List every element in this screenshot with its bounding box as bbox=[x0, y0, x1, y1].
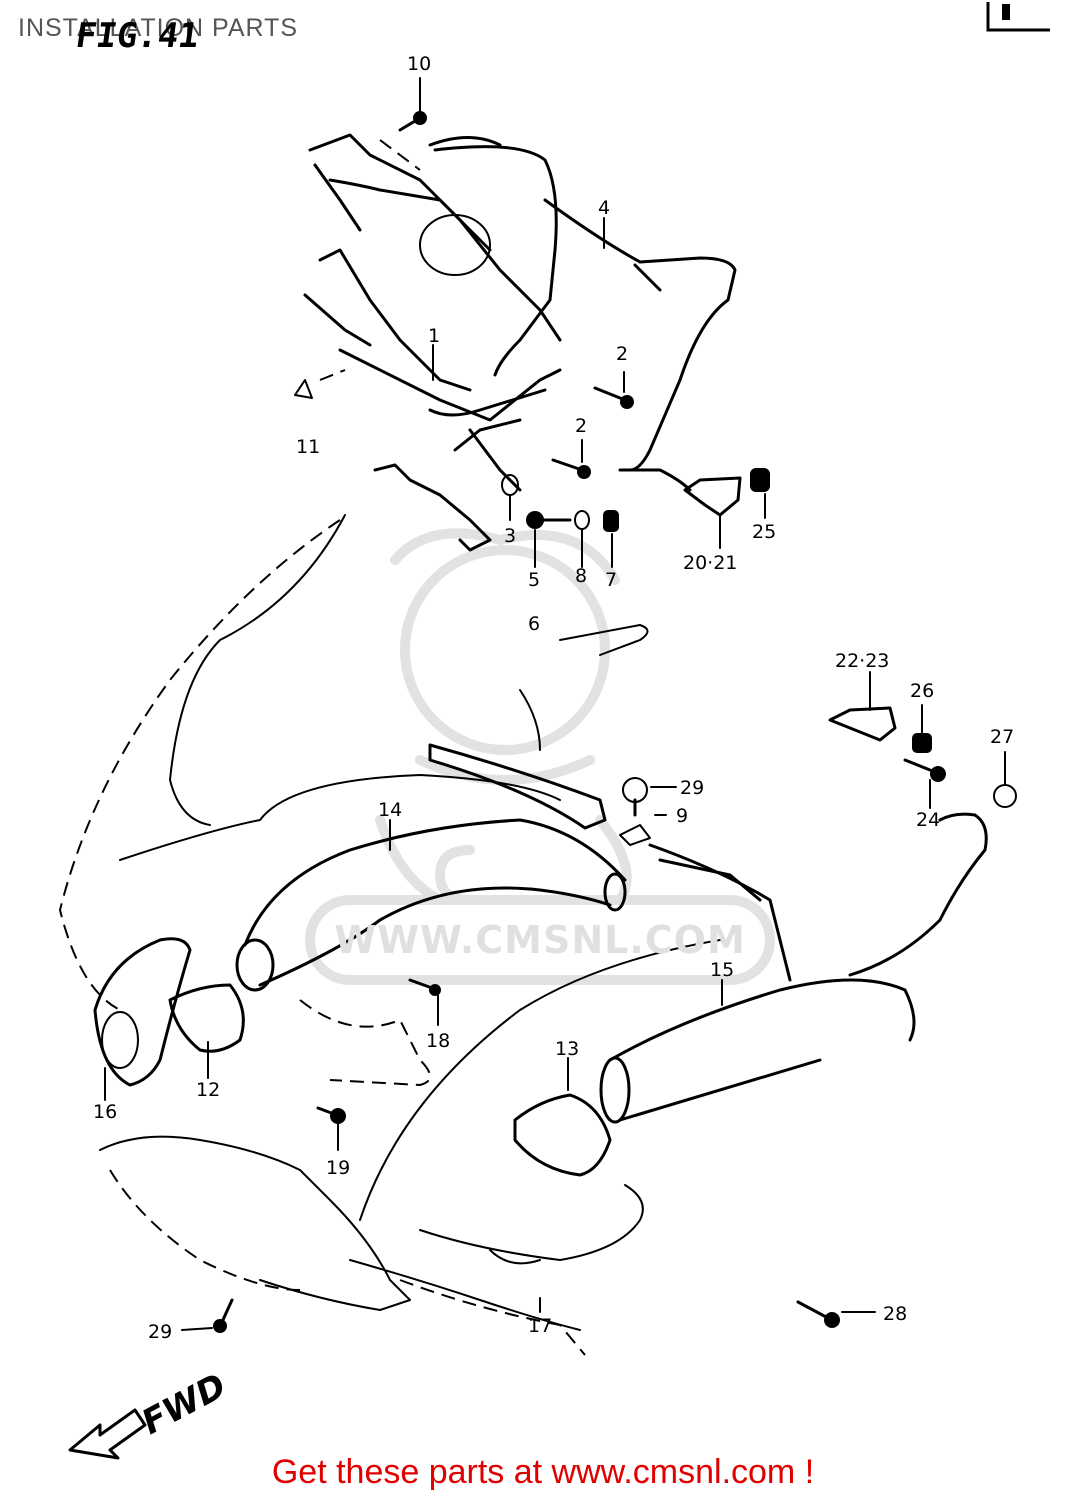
part-label-4: 4 bbox=[598, 197, 610, 219]
fasteners bbox=[213, 111, 1017, 1333]
part-label-16: 16 bbox=[93, 1101, 117, 1123]
part-label-8: 8 bbox=[575, 565, 587, 587]
watermark-logo bbox=[305, 528, 775, 985]
part-label-6: 6 bbox=[528, 613, 540, 635]
forward-direction-arrow: FWD bbox=[68, 1366, 233, 1460]
part-label-28: 28 bbox=[883, 1303, 907, 1325]
air-duct-15 bbox=[599, 843, 916, 1124]
part-label-12: 12 bbox=[196, 1079, 220, 1101]
part-label-13: 13 bbox=[555, 1038, 579, 1060]
page-corner-mark bbox=[986, 2, 1050, 32]
part-label-26: 26 bbox=[910, 680, 934, 702]
part-label-18: 18 bbox=[426, 1030, 450, 1052]
part-label-10: 10 bbox=[407, 53, 431, 75]
section-title: INSTALLATION PARTS bbox=[18, 14, 299, 42]
part-label-11: 11 bbox=[296, 436, 320, 458]
part-label-5: 5 bbox=[528, 569, 540, 591]
intake-12 bbox=[168, 983, 245, 1053]
cmsnl-link[interactable]: Get these parts at www.cmsnl.com ! bbox=[271, 1453, 815, 1491]
air-duct-14 bbox=[235, 818, 627, 992]
part-label-15: 15 bbox=[710, 959, 734, 981]
part-label-25: 25 bbox=[752, 521, 776, 543]
part-label-9: 9 bbox=[676, 805, 688, 827]
part-label-14: 14 bbox=[378, 799, 402, 821]
part-label-19: 19 bbox=[326, 1157, 350, 1179]
part-label-27: 27 bbox=[990, 726, 1014, 748]
part-label-2b: 2 bbox=[575, 415, 587, 437]
lower-fairing-17 bbox=[99, 939, 721, 1356]
upper-inner-panel bbox=[428, 624, 988, 977]
intake-13 bbox=[513, 1093, 612, 1177]
main-bracket-1 bbox=[303, 133, 562, 552]
watermark-url: WWW.CMSNL.COM bbox=[334, 918, 746, 962]
part-label-29b: 29 bbox=[148, 1321, 172, 1343]
part-label-24: 24 bbox=[916, 809, 940, 831]
part-label-20-21: 20·21 bbox=[683, 552, 737, 574]
part-label-3: 3 bbox=[504, 525, 516, 547]
fwd-label: FWD bbox=[135, 1366, 232, 1443]
part-label-29: 29 bbox=[680, 777, 704, 799]
part-labels: 1 2 2 3 4 5 6 7 8 9 10 11 12 13 14 15 16… bbox=[93, 53, 1014, 1343]
headlight-cover-16 bbox=[93, 937, 192, 1087]
part-label-17: 17 bbox=[528, 1315, 552, 1337]
figure-label: FIG.41 bbox=[73, 16, 202, 56]
leader-lines bbox=[104, 77, 1006, 1331]
part-label-22-23: 22·23 bbox=[835, 650, 889, 672]
upper-bracket-4 bbox=[428, 136, 737, 492]
part-label-7: 7 bbox=[605, 569, 617, 591]
part-label-1: 1 bbox=[428, 325, 440, 347]
part-label-2: 2 bbox=[616, 343, 628, 365]
